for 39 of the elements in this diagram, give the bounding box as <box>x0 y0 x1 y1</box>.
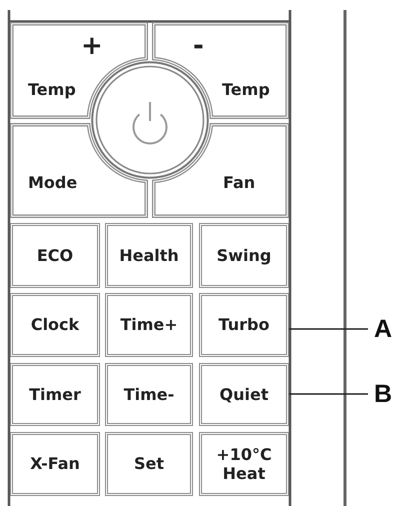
key-label: X-Fan <box>30 454 80 474</box>
remote-key <box>152 123 289 218</box>
power-key <box>91 61 209 179</box>
leader-line <box>289 328 368 330</box>
remote-key <box>105 432 193 496</box>
remote-key <box>105 363 193 426</box>
key-label: Health <box>119 246 179 266</box>
callout-letter: A <box>368 316 398 342</box>
remote-key <box>10 22 148 119</box>
remote-key <box>10 123 148 218</box>
key-label: Time+ <box>120 315 178 335</box>
remote-key <box>10 223 100 288</box>
remote-key <box>10 432 100 496</box>
key-label: ECO <box>36 246 74 266</box>
key-label: Clock <box>30 315 80 335</box>
key-label: Temp <box>222 80 270 100</box>
remote-key <box>105 223 193 288</box>
remote-key <box>199 432 289 496</box>
key-label: Fan <box>223 173 256 192</box>
remote-key <box>152 22 289 119</box>
key-symbol: + <box>81 31 103 62</box>
key-label: Time- <box>124 384 174 404</box>
key-label: Turbo <box>218 315 270 335</box>
remote-key <box>199 223 289 288</box>
remote-key <box>199 363 289 426</box>
key-label: Temp <box>28 80 76 100</box>
remote-key <box>199 293 289 357</box>
callout-letter: B <box>368 381 398 407</box>
leader-line <box>289 393 368 395</box>
remote-key <box>10 363 100 426</box>
remote-key <box>10 293 100 357</box>
key-label: Timer <box>29 384 81 404</box>
key-symbol: - <box>193 31 204 62</box>
key-label: +10°C Heat <box>215 444 273 484</box>
key-label: Swing <box>216 246 272 266</box>
key-label: Set <box>134 454 164 474</box>
key-label: Mode <box>28 173 78 192</box>
key-label: Quiet <box>220 384 268 404</box>
remote-key <box>105 293 193 357</box>
